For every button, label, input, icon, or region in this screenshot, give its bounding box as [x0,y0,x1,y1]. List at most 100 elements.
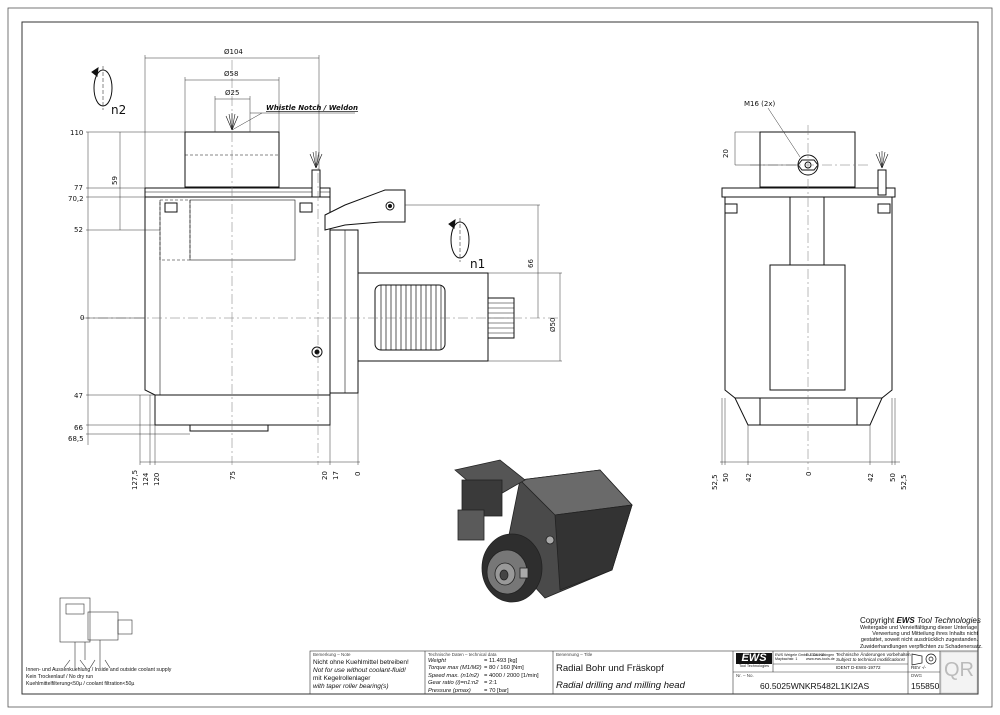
techdata-label: Torque max (M1/M2) [428,665,482,672]
rotation-n1-label: n1 [470,257,485,271]
techdata-label: Gear ratio (i)=n1:n2 [428,680,479,687]
front-dim-42-left: 42 [745,473,753,482]
drawing-number-cell: DWG 155850 [911,673,939,691]
side-view [80,55,562,465]
techdata-label: Weight [428,658,446,664]
techdata-row: Gear ratio (i)=n1:n2 = 2:1 [428,680,539,687]
side-view-labels: Ø104 Ø58 Ø25 Whistle Notch / Weldon n2 n… [68,48,557,490]
copyright-line-3: gestattet, soweit nicht ausdrücklich zug… [860,637,978,644]
copyright-title: Copyright EWS Tool Technologies [860,616,981,625]
dim-0: 0 [80,314,84,322]
front-dim-50-left: 50 [722,473,730,482]
front-view-labels: M16 (2x) 20 52,5 50 42 0 42 50 52,5 [711,100,908,490]
dim-17: 17 [332,471,340,480]
projection-symbol [911,653,937,666]
techdata-row: Torque max (M1/M2)= 80 / 160 [Nm] [428,665,539,672]
techdata-row: Speed max. (n1/n2) = 4000 / 2000 [1/min] [428,673,539,680]
logo-mark: EWS [736,653,772,664]
part-number: 60.5025WNKR5482L1KI2AS [760,681,870,691]
dim-47: 47 [74,392,83,400]
dim-70-2: 70,2 [68,195,84,203]
front-view [720,107,900,470]
dim-127-5: 127,5 [131,470,139,490]
copyright-block: Copyright EWS Tool Technologies Weiterga… [860,616,983,650]
front-dim-20: 20 [722,149,730,158]
remark-2: Not for use without coolant-fluid! [313,667,406,674]
title-header: Benennung – Title [556,652,593,657]
remark-4: with taper roller bearing(s) [313,683,389,690]
company-line-1: EWS Weigele GmbH & Co. KG [775,653,825,657]
ews-logo: EWS Tool Technologies [736,653,772,668]
company-address: EWS Weigele GmbH & Co. KG Maybachstr. 1 [775,653,825,662]
coolant-note-2: Kein Trockenlauf / No dry run [26,673,94,680]
remark-3: mit Kegelrollenlager [313,675,371,682]
rotation-n2-label: n2 [111,103,126,117]
techdata-value: = 11.493 [kg] [484,658,518,664]
qr-placeholder: QR [944,659,974,681]
dim-66-right: 66 [527,259,535,268]
company-address-2: D-73084 Uhingen www.ews-tools.de [806,653,835,662]
company-line-3: D-73084 Uhingen [806,653,835,657]
coolant-note-3: Kuehlmittelfilterung<50µ / coolant filtr… [26,680,135,687]
copyright-line-2: Verwertung und Mitteilung ihres Inhalts … [872,631,978,638]
thread-label: M16 (2x) [744,100,775,108]
techdata-row: Pressure (pmax)= 70 [bar] [428,688,539,695]
drawing-number-header: DWG [911,673,922,678]
front-dim-52-5-right: 52,5 [900,474,908,490]
dim-66: 66 [74,424,83,432]
copyright-line-1: Weitergabe und Vervielfältigung dieser U… [860,625,979,631]
techdata-cell: Technische Daten – technical data Weight… [428,652,539,695]
company-line-2: Maybachstr. 1 [775,657,798,662]
dim-d25: Ø25 [225,89,239,97]
techdata-value: = 80 / 160 [Nm] [484,665,524,672]
remarks-cell: Bemerkung – Note Nicht ohne Kuehlmittel … [313,652,409,691]
dim-0-bottom: 0 [354,472,362,476]
techdata-label: Speed max. (n1/n2) [428,672,479,679]
title-cell: Benennung – Title Radial Bohr und Fräsko… [556,652,685,691]
techdata-value: = 2:1 [484,680,498,687]
front-dim-42-right: 42 [867,473,875,482]
change-line-2: Subject to technical modifications! [836,657,906,663]
dim-59: 59 [111,176,119,185]
dim-124: 124 [142,472,150,486]
title-block-frame [309,650,979,695]
copyright-suffix: Tool Technologies [916,616,981,625]
techdata-value: = 70 [bar] [484,687,509,694]
qr-frame [940,651,978,694]
title-english: Radial drilling and milling head [556,680,685,691]
front-dim-0: 0 [805,472,813,476]
change-notice: Technische Änderungen vorbehalten Subjec… [836,652,911,663]
copyright-line-4: Zuwiderhandlungen verpflichten zu Schade… [860,643,983,650]
remarks-header: Bemerkung – Note [313,652,351,657]
dim-52: 52 [74,226,83,234]
isometric-render [454,459,633,603]
part-number-header: Nr. – No. [736,673,754,678]
dim-d104: Ø104 [224,48,243,56]
drawing-number: 155850 [911,681,940,691]
techdata-row: Weight = 11.493 [kg] [428,658,539,665]
techdata-value: = 4000 / 2000 [1/min] [484,672,539,679]
dim-d50: Ø50 [549,318,557,332]
dim-d58: Ø58 [224,70,238,78]
title-german: Radial Bohr und Fräskopf [556,663,664,674]
notch-label: Whistle Notch / Weldon [266,104,358,112]
ident-number: IDENT D-EWS-19772 [836,665,881,670]
dim-20: 20 [321,471,329,480]
dim-68-5: 68,5 [68,435,84,443]
company-line-4: www.ews-tools.de [806,657,835,662]
revision: REV -/- [911,665,927,670]
dim-77: 77 [74,184,83,192]
dim-75: 75 [229,471,237,480]
copyright-prefix: Copyright [860,616,895,625]
copyright-brand: EWS [896,616,915,625]
change-line-1: Technische Änderungen vorbehalten [836,652,911,657]
dim-110: 110 [70,129,83,137]
remark-1: Nicht ohne Kuehlmittel betreiben! [313,659,409,666]
coolant-note-1: Innen- und Aussenkuehlung / Inside and o… [26,667,172,673]
front-dim-52-5-left: 52,5 [711,474,719,490]
coolant-notes: Innen- und Aussenkuehlung / Inside and o… [26,667,171,687]
part-number-cell: Nr. – No. 60.5025WNKR5482L1KI2AS [736,673,869,691]
dim-120: 120 [153,473,161,486]
techdata-header: Technische Daten – technical data [428,652,497,657]
